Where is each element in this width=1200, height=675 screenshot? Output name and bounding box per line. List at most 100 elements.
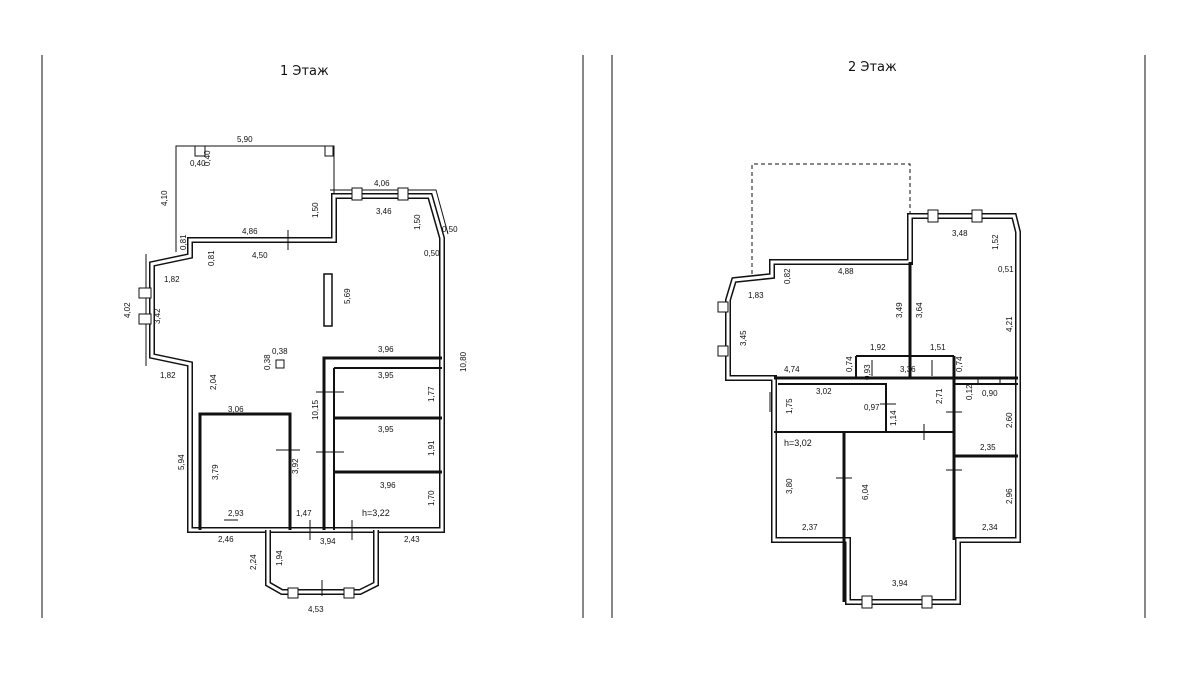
terrace-projection [751,163,911,274]
dim2-336: 3,36 [900,365,916,374]
column-square-2 [324,145,334,157]
dim2-345: 3,45 [739,330,748,346]
dim2-380: 3,80 [785,478,794,494]
dim-room-width: 3,06 [228,405,244,414]
radiator-icon [977,377,1001,385]
bay-window-block-2 [138,313,152,325]
dim2-296: 2,96 [1005,488,1014,504]
porch-wall-inner [266,530,378,594]
dim2-474: 4,74 [784,365,800,374]
balcony-window-block-2 [397,187,409,201]
terrace-outline [175,145,335,252]
room-left-walls [198,412,292,530]
column-square [194,145,206,157]
dim2-051: 0,51 [998,265,1014,274]
dim-porch-width: 3,94 [320,537,336,546]
floor1-outer-wall [149,193,445,533]
floor1-dimensions: 5,90 0,40 0,40 4,10 4,06 3,46 1,50 1,50 … [123,135,468,614]
dim-porch-outer: 4,53 [308,605,324,614]
floor1-title: 1 Этаж [280,64,329,79]
dim-hall-height: 5,69 [343,288,352,304]
dim2-183: 1,83 [748,291,764,300]
floor2-title: 2 Этаж [848,60,897,75]
dim2-097: 0,97 [864,403,880,412]
dim-room3-height: 1,70 [427,490,436,506]
dim2-271: 2,71 [935,388,944,404]
dim2-093: 0,93 [863,364,872,380]
dim2-175: 1,75 [785,398,794,414]
dim-room-height: 3,79 [211,464,220,480]
dim2-235: 2,35 [980,443,996,452]
column-element [323,273,333,327]
dim-column-a: 0,38 [272,347,288,356]
dim2-192: 1,92 [870,343,886,352]
dim2-151: 1,51 [930,343,946,352]
dim-050-a: 0,50 [442,225,458,234]
dim-050-b: 0,50 [424,249,440,258]
dim-396: 3,96 [378,345,394,354]
dim-square-a: 0,40 [190,159,206,168]
dim-450: 4,50 [252,251,268,260]
dim2-234: 2,34 [982,523,998,532]
dim-balcony-width: 4,06 [374,179,390,188]
dim2-152: 1,52 [991,234,1000,250]
dim-room2-height: 1,91 [427,440,436,456]
dim-081-b: 0,81 [207,250,216,266]
dim2-421: 4,21 [1005,316,1014,332]
dim-bay-top: 1,82 [164,275,180,284]
dim-porch-height-2: 2,24 [249,554,258,570]
dim2-090: 0,90 [982,389,998,398]
f2-window-bottom [861,595,873,609]
dim-top-width: 5,90 [237,135,253,144]
dim-porch-height: 1,94 [275,550,284,566]
balcony-outer-line [330,189,449,235]
balcony-window-block [351,187,363,201]
f2-window-top [927,209,939,223]
dim-147: 1,47 [296,509,312,518]
inner-wall-corridor [322,356,442,530]
dim2-348: 3,48 [952,229,968,238]
floor2-plan [717,163,1021,609]
dim-balcony-h2: 1,50 [413,214,422,230]
dim2-012: 0,12 [965,384,974,400]
dim-bottom-left: 2,46 [218,535,234,544]
dim2-364: 3,64 [915,302,924,318]
dim2-302: 3,02 [816,387,832,396]
floor2-outer-wall-inner [726,214,1020,604]
dim2-349: 3,49 [895,302,904,318]
floor2-ceiling-height: h=3,02 [784,438,812,448]
porch-window-block-2 [343,587,355,599]
floor2-dimensions: 3,48 1,52 0,51 3,64 4,21 0,82 4,88 1,83 … [739,229,1014,588]
dim2-114: 1,14 [889,410,898,426]
dim-486: 4,86 [242,227,258,236]
f2-window-bottom-2 [921,595,933,609]
dim-081-a: 0,81 [179,234,188,250]
dim-bottom-right: 2,43 [404,535,420,544]
dim-bay-outer: 4,02 [123,302,132,318]
dim-right-height: 10,80 [459,351,468,372]
dim-corridor: 10,15 [311,399,320,420]
dim-bay-height: 3,42 [153,308,162,324]
f2-window-left-2 [717,345,729,357]
dim-room1-height: 1,77 [427,386,436,402]
dim-room2-width: 3,95 [378,425,394,434]
dim2-488: 4,88 [838,267,854,276]
dim-balcony-inner: 3,46 [376,207,392,216]
dim-left-204: 2,04 [209,374,218,390]
floor1-ceiling-height: h=3,22 [362,508,390,518]
dim-balcony-h: 1,50 [311,202,320,218]
bay-window-block [138,287,152,299]
dim-bay-bottom: 1,82 [160,371,176,380]
dim2-237: 2,37 [802,523,818,532]
dim-room1-width: 3,95 [378,371,394,380]
floor1-plan [138,145,449,599]
dim-top-height: 4,10 [160,190,169,206]
dim-room-height-2: 3,92 [291,458,300,474]
dim2-074-b: 0,74 [955,356,964,372]
floor1-outer-wall-inner [150,194,444,532]
small-column [275,359,285,369]
dim2-604: 6,04 [861,484,870,500]
f2-window-top-2 [971,209,983,223]
dim-column-b: 0,38 [263,354,272,370]
